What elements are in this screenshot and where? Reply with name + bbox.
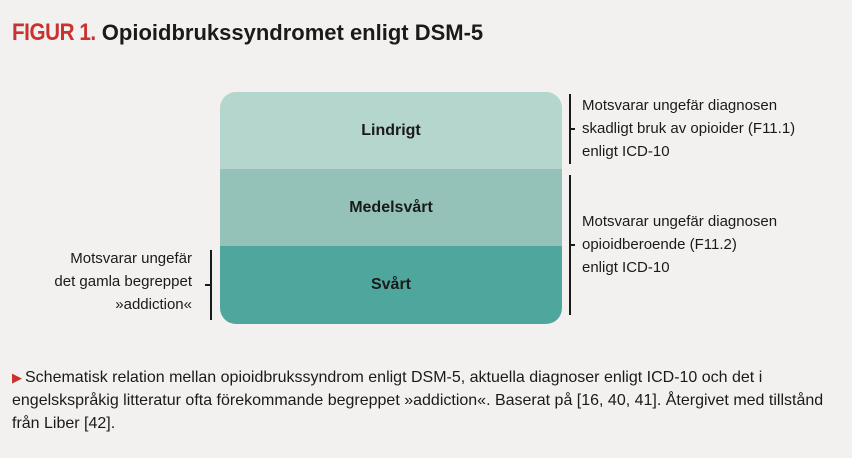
note-harmful-use-line-3: enligt ICD-10	[582, 143, 670, 160]
severity-diagram: Lindrigt Medelsvårt Svårt	[220, 92, 562, 324]
note-addiction-line-1: Motsvarar ungefär	[70, 250, 192, 267]
note-dependence-line-2: opioidberoende (F11.2)	[582, 236, 737, 253]
triangle-right-icon: ▶	[12, 370, 22, 385]
note-addiction-line-3: »addiction«	[115, 296, 192, 313]
figure-caption: ▶Schematisk relation mellan opioidbrukss…	[12, 366, 842, 435]
level-severe-label: Svårt	[370, 276, 412, 293]
note-harmful-use: Motsvarar ungefär diagnosen skadligt bru…	[582, 94, 795, 163]
bracket-left-line	[210, 250, 212, 320]
note-addiction: Motsvarar ungefär det gamla begreppet »a…	[54, 247, 192, 316]
note-dependence-line-3: enligt ICD-10	[582, 259, 670, 276]
bracket-right-top-tick	[569, 128, 575, 130]
bracket-right-bottom-tick	[569, 244, 575, 246]
level-mild: Lindrigt	[220, 92, 562, 169]
level-mild-label: Lindrigt	[361, 121, 421, 139]
caption-text: Schematisk relation mellan opioidbrukssy…	[12, 369, 824, 432]
figure-heading: Opioidbrukssyndromet enligt DSM-5	[101, 20, 484, 45]
figure-title: FIGUR 1. Opioidbrukssyndromet enligt DSM…	[12, 18, 483, 51]
level-moderate: Medelsvårt	[220, 169, 562, 246]
note-harmful-use-line-2: skadligt bruk av opioider (F11.1)	[582, 120, 796, 137]
note-dependence: Motsvarar ungefär diagnosen opioidberoen…	[582, 210, 777, 279]
figure-label: FIGUR 1.	[12, 19, 96, 46]
level-severe: Svårt	[220, 246, 562, 324]
note-dependence-line-1: Motsvarar ungefär diagnosen	[582, 213, 778, 230]
level-moderate-label: Medelsvårt	[349, 198, 433, 216]
note-addiction-line-2: det gamla begreppet	[54, 273, 192, 290]
note-harmful-use-line-1: Motsvarar ungefär diagnosen	[582, 97, 778, 114]
bracket-left-tick	[205, 284, 211, 286]
